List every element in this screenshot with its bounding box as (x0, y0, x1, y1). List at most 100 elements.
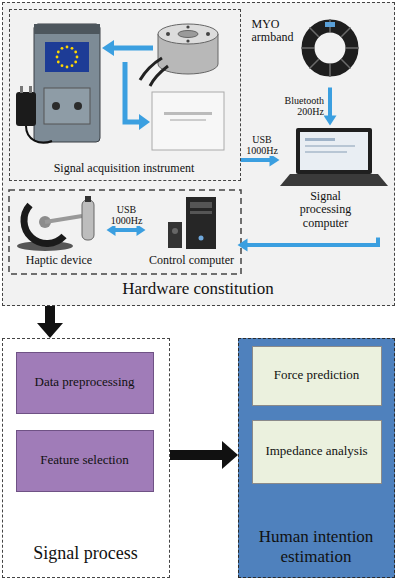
emg-device-part (16, 92, 36, 126)
edge-label: Bluetooth 200Hz (268, 95, 324, 117)
control-computer-illustration-part (172, 228, 178, 234)
emg-device-part-part (56, 56, 59, 59)
panel-ground (2, 2, 395, 306)
node-text: MYO armband (252, 18, 296, 46)
hardware-panel: Hardware constitution Signal acquisition … (2, 2, 395, 306)
haptic-device: Haptic device (12, 194, 107, 272)
arrow-connector (324, 88, 337, 126)
force-sensor-part (166, 32, 170, 36)
emg-device-part-part (74, 61, 77, 64)
connector-line (328, 88, 332, 118)
connector-line (246, 238, 378, 246)
laptop-illustration (280, 128, 388, 186)
connector-line (170, 450, 224, 460)
arrow-connector (238, 238, 379, 252)
group-frame (9, 190, 241, 274)
signal-flow-arrow (102, 40, 153, 130)
arrow-head (238, 239, 248, 252)
amplifier-box-part (152, 92, 224, 150)
haptic-device-illustration-part (24, 205, 64, 244)
emg-device-part (29, 86, 32, 93)
laptop-illustration-part (305, 145, 355, 147)
amplifier-box-part (164, 112, 212, 115)
emg-device-part (20, 86, 23, 93)
node-text: Data preprocessing (21, 375, 149, 390)
control-computer-illustration (168, 197, 216, 249)
myo-armband-part (301, 19, 359, 77)
control-computer-illustration-part (190, 202, 212, 208)
amplifier-box-part (170, 119, 206, 121)
process-panel: Signal process Data preprocessingFeature … (2, 338, 170, 578)
emg-device-part-part (71, 64, 74, 67)
emg-device-part (56, 46, 79, 69)
myo-armband (301, 19, 359, 77)
emg-device-part (44, 88, 90, 124)
node-text: Human intention estimation (239, 527, 393, 566)
emg-device-part-part (71, 47, 74, 50)
force-sensor-part (178, 31, 198, 38)
laptop-illustration-part (280, 174, 388, 186)
myo-armband-part-part (341, 59, 350, 68)
emg-device-part-part (66, 46, 69, 49)
signal-flow-arrow-part (112, 46, 153, 51)
emg-device-part-part (57, 61, 60, 64)
myo-armband-part-part (341, 28, 350, 37)
emg-device (16, 24, 100, 143)
node-text: Signal processing computer (291, 190, 361, 231)
emg-device-part-part (76, 56, 79, 59)
force-sensor-part (206, 32, 210, 36)
amplifier-box (152, 92, 224, 150)
label-holder: USB 1000Hz (107, 204, 146, 226)
laptop-illustration-part (300, 132, 368, 170)
signal-flow-arrow-part (102, 40, 114, 56)
force-sensor-part (186, 25, 189, 28)
laptop-illustration-part (296, 128, 372, 174)
myo-armband-part-part (329, 64, 331, 77)
control-computer-illustration-part (199, 236, 204, 241)
emg-device-part (26, 126, 52, 143)
signal-flow-arrow-part (125, 62, 140, 122)
armband-device: MYO armband (252, 12, 360, 88)
node-text: Force prediction (257, 368, 377, 383)
node-text: Feature selection (21, 453, 149, 468)
arrow-head (324, 116, 337, 126)
emg-device-part (34, 24, 100, 34)
emg-device-part (34, 24, 100, 142)
myo-armband-part (308, 26, 352, 70)
node-text: Haptic device (12, 254, 107, 268)
process-box: Data preprocessing (16, 352, 154, 414)
emg-device-part (52, 102, 60, 110)
force-sensor-part (158, 24, 218, 44)
emg-device-part (45, 42, 89, 72)
laptop-device: Signal processing computer (280, 126, 392, 238)
emg-device-part-part (61, 47, 64, 50)
emg-device-part (74, 102, 82, 110)
estimation-box: Impedance analysis (252, 420, 382, 484)
node-text: Signal process (3, 543, 168, 564)
arrow-head (37, 323, 63, 338)
arrow-connector (170, 441, 238, 469)
myo-armband-part-part (346, 47, 359, 49)
myo-armband-part-part (301, 47, 314, 49)
connector-line (114, 228, 138, 232)
haptic-device-illustration-part (82, 200, 94, 240)
control-computer-illustration-part (168, 222, 182, 248)
node-text: Signal acquisition instrument (10, 162, 239, 176)
force-sensor (140, 24, 218, 86)
label-holder: USB 1000Hz (243, 134, 281, 156)
estimation-panel: Human intention estimation Force predicti… (238, 338, 395, 578)
label-holder: Bluetooth 200Hz (268, 95, 324, 117)
signal-flow-arrow-part (139, 114, 150, 130)
arrow-connector (37, 306, 63, 338)
myo-armband-part (325, 22, 335, 27)
process-box: Feature selection (16, 430, 154, 492)
acquisition-group: Signal acquisition instrument (9, 9, 241, 181)
node-text: Hardware constitution (3, 279, 393, 299)
force-sensor-part (186, 39, 189, 42)
force-sensor-part (140, 58, 162, 80)
control-computer-illustration-part (186, 197, 216, 249)
myo-armband-part-part (310, 59, 319, 68)
haptic-device-illustration-part (45, 216, 82, 222)
control-computer-illustration-part (190, 211, 212, 214)
